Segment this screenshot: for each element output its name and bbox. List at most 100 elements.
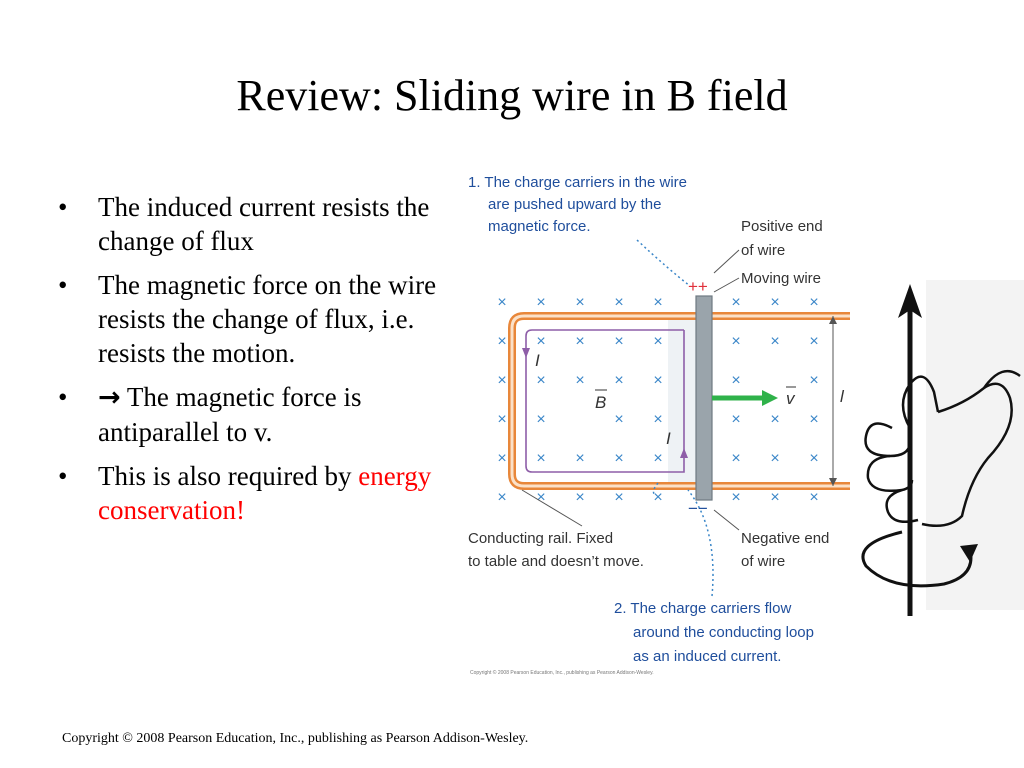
field-cross: × (614, 450, 623, 467)
bullet-item: • The induced current resists the change… (58, 190, 478, 258)
charge-carrier-callout: 1. The charge carriers in the wire are p… (468, 174, 687, 235)
field-cross: × (770, 489, 779, 506)
footer-copyright: Copyright © 2008 Pearson Education, Inc.… (62, 731, 529, 746)
bottom-labels: Conducting rail. Fixed to table and does… (468, 530, 829, 570)
positive-end-pointer (713, 249, 740, 274)
wire-labels: Positive end of wire Moving wire (741, 218, 823, 287)
rail-pointer (521, 489, 583, 527)
positive-end-label: Positive end (741, 218, 823, 235)
field-cross: × (536, 489, 545, 506)
bullet-item: • The magnetic force on the wire resists… (58, 268, 478, 370)
curl-arrowhead-icon (960, 544, 978, 562)
field-cross: × (653, 333, 662, 350)
current-label: I (535, 351, 540, 370)
field-cross: × (731, 489, 740, 506)
negative-end-pointer (713, 509, 740, 531)
wire-shadow (668, 318, 698, 488)
field-cross: × (536, 411, 545, 428)
callout1-line: magnetic force. (488, 218, 591, 235)
bullet-dot: • (58, 461, 68, 491)
negative-end-label: of wire (741, 553, 785, 570)
moving-wire-pointer (713, 277, 740, 293)
field-cross: × (653, 372, 662, 389)
field-cross: × (614, 294, 623, 311)
field-cross: × (809, 372, 818, 389)
field-cross: × (497, 333, 506, 350)
field-cross: × (614, 372, 623, 389)
length-label: l (840, 387, 845, 406)
field-cross: × (575, 372, 584, 389)
field-cross: × (653, 450, 662, 467)
field-cross: × (731, 333, 740, 350)
figure-copyright: Copyright © 2008 Pearson Education, Inc.… (470, 669, 654, 676)
right-arrow-icon: → (98, 382, 121, 413)
rail-label: to table and doesn’t move. (468, 553, 644, 570)
field-cross: × (809, 411, 818, 428)
callout2-line: around the conducting loop (633, 624, 814, 641)
callout2-line: 2. The charge carriers flow (614, 600, 791, 617)
field-cross: × (497, 411, 506, 428)
magnetic-field-crosses: × × × × × × × × × × × × × × × × × × × × … (497, 294, 818, 506)
field-cross: × (731, 294, 740, 311)
slide-title: Review: Sliding wire in B field (236, 71, 788, 120)
dimension-arrow-down-icon (829, 478, 837, 486)
conducting-rail-highlight (510, 314, 850, 488)
field-cross: × (653, 294, 662, 311)
moving-wire-label: Moving wire (741, 270, 821, 287)
field-cross: × (731, 411, 740, 428)
sliding-wire-diagram: 1. The charge carriers in the wire are p… (468, 174, 850, 676)
callout1-pointer (636, 239, 691, 287)
field-cross: × (770, 294, 779, 311)
field-cross: × (731, 450, 740, 467)
bullet-dot: • (58, 270, 68, 300)
field-cross: × (653, 411, 662, 428)
negative-charges: −− (688, 499, 708, 518)
curl-arrow (861, 530, 973, 588)
current-arrow-up-icon (680, 448, 688, 458)
field-cross: × (731, 372, 740, 389)
current-arrow-down-icon (522, 348, 530, 358)
bullet-list: • The induced current resists the change… (58, 190, 478, 537)
current-label: I (666, 429, 671, 448)
hand-outline (864, 369, 1021, 527)
bullet-text: The magnetic force on the wire resists t… (98, 270, 437, 368)
rail-arrow-hint (652, 482, 659, 495)
induced-current-callout: 2. The charge carriers flow around the c… (614, 600, 814, 665)
callout2-line: as an induced current. (633, 648, 781, 665)
field-cross: × (536, 372, 545, 389)
field-cross: × (575, 294, 584, 311)
bullet-dot: • (58, 382, 68, 412)
dimension-arrow-up-icon (829, 316, 837, 324)
velocity-arrowhead-icon (762, 390, 778, 406)
callout1-line: 1. The charge carriers in the wire (468, 174, 687, 191)
moving-wire (695, 295, 713, 501)
field-cross: × (536, 294, 545, 311)
field-cross: × (614, 333, 623, 350)
field-cross: × (770, 411, 779, 428)
rail-label: Conducting rail. Fixed (468, 530, 613, 547)
thumb-arrowhead-icon (898, 284, 922, 318)
field-cross: × (809, 489, 818, 506)
positive-end-label: of wire (741, 242, 785, 259)
callout2-pointer (687, 489, 714, 597)
bullet-item: • This is also required by energy conser… (58, 459, 478, 527)
field-label: B (595, 393, 606, 412)
right-hand-rule-icon (861, 280, 1024, 616)
field-cross: × (497, 450, 506, 467)
bullet-text: The magnetic force is antiparallel to v. (98, 382, 362, 447)
hand-background (926, 280, 1024, 610)
energy-conservation-highlight: energy conservation! (98, 461, 432, 525)
callout1-line: are pushed upward by the (488, 196, 661, 213)
field-cross: × (536, 450, 545, 467)
field-cross: × (770, 333, 779, 350)
field-cross: × (575, 333, 584, 350)
negative-end-label: Negative end (741, 530, 829, 547)
field-cross: × (809, 294, 818, 311)
bullet-text: The induced current resists the change o… (98, 192, 430, 256)
field-cross: × (497, 372, 506, 389)
bullet-text: This is also required by (98, 461, 359, 491)
field-cross: × (653, 489, 662, 506)
field-cross: × (497, 294, 506, 311)
positive-charges: ++ (688, 277, 708, 296)
field-cross: × (809, 450, 818, 467)
